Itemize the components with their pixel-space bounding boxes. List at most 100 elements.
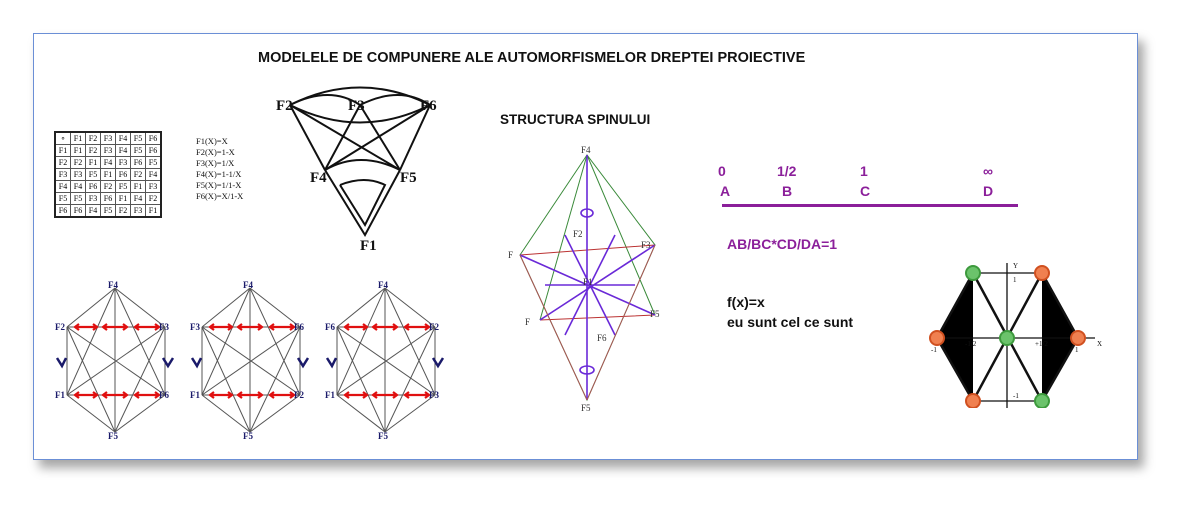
value-half: 1/2	[777, 163, 797, 179]
table-header-cell: F4	[115, 131, 131, 145]
table-header-cell: F2	[85, 131, 101, 145]
table-cell: F3	[54, 168, 71, 181]
function-definition: F4(X)=1-1/X	[196, 169, 242, 179]
tick: -1/2	[965, 340, 977, 348]
table-cell: F4	[54, 180, 71, 193]
table-cell: F2	[85, 144, 101, 157]
table-header-cell: F6	[145, 131, 162, 145]
graph-label: F4	[310, 170, 327, 186]
table-cell: F3	[100, 144, 116, 157]
tick: -1	[1013, 392, 1019, 400]
table-cell: F6	[115, 168, 131, 181]
spin-structure-diagram: F4 F2 F3 F F1 F F6 F5 F5	[508, 145, 660, 413]
table-header-cell: F1	[70, 131, 86, 145]
spin-label: F	[525, 317, 530, 327]
graph-label: F3	[348, 98, 365, 114]
point-a: A	[720, 183, 731, 199]
point-b: B	[782, 183, 793, 199]
hexagon-label: F2	[55, 322, 65, 332]
hexagon-label: F1	[55, 390, 65, 400]
table-cell: F5	[115, 180, 131, 193]
composition-graph: F2 F3 F6 F4 F5 F1	[276, 86, 437, 254]
hexagon-label: F5	[378, 431, 388, 440]
table-cell: F6	[70, 204, 86, 218]
spin-label: F4	[581, 145, 591, 155]
table-cell: F5	[130, 144, 146, 157]
function-definition: F3(X)=1/X	[196, 158, 235, 168]
table-cell: F2	[145, 192, 162, 205]
hexagon-label: F3	[190, 322, 200, 332]
table-cell: F3	[145, 180, 162, 193]
axis-x-label: X	[1097, 340, 1102, 348]
hexagon-label: F2	[294, 390, 304, 400]
cross-ratio: AB/BC*CD/DA=1	[727, 236, 838, 252]
tick: +1/2	[1035, 340, 1048, 348]
graph-label: F2	[276, 98, 293, 114]
point-d: D	[983, 183, 994, 199]
table-cell: F6	[100, 192, 116, 205]
table-cell: F1	[145, 204, 162, 218]
hexagon-label: F1	[325, 390, 335, 400]
value-infinity: ∞	[983, 163, 993, 179]
table-cell: F1	[115, 192, 131, 205]
table-cell: F3	[115, 156, 131, 169]
point-c: C	[860, 183, 871, 199]
spin-label: F2	[573, 229, 583, 239]
table-cell: F1	[100, 168, 116, 181]
table-cell: F1	[130, 180, 146, 193]
graph-label: F1	[360, 238, 377, 254]
node-green	[1034, 393, 1050, 408]
fx-text: f(x)=x	[727, 294, 765, 310]
table-cell: F4	[130, 192, 146, 205]
spin-label: F1	[583, 277, 593, 287]
spin-title: STRUCTURA SPINULUI	[500, 112, 651, 127]
graph-label: F6	[420, 98, 437, 114]
spin-label: F5	[650, 309, 660, 319]
table-cell: F2	[115, 204, 131, 218]
table-cell: F1	[85, 156, 101, 169]
value-0: 0	[718, 163, 726, 179]
table-header-cell: F3	[100, 131, 116, 145]
spin-label: F6	[597, 333, 607, 343]
spin-label: F3	[641, 240, 651, 250]
table-cell: F4	[85, 204, 101, 218]
table-header-cell: F5	[130, 131, 146, 145]
axis-y-label: Y	[1013, 262, 1018, 270]
table-cell: F2	[54, 156, 71, 169]
table-cell: F6	[145, 144, 162, 157]
diagram-frame	[33, 33, 1138, 460]
spin-label: F	[508, 250, 513, 260]
spin-label: F5	[581, 403, 591, 413]
hexagon-label: F5	[108, 431, 118, 440]
function-definition: F1(X)=X	[196, 136, 228, 146]
table-cell: F2	[70, 156, 86, 169]
hexagon-label: F3	[159, 322, 169, 332]
hexagon-label: F4	[378, 280, 388, 290]
hexagon-label: F6	[294, 322, 304, 332]
table-cell: F3	[85, 192, 101, 205]
table-cell: F2	[100, 180, 116, 193]
hexagon-label: F4	[108, 280, 118, 290]
tick: 1	[1013, 276, 1017, 284]
table-cell: F5	[145, 156, 162, 169]
hexagon-label: F1	[190, 390, 200, 400]
table-cell: F5	[70, 192, 86, 205]
table-cell: F1	[54, 144, 71, 157]
value-1: 1	[860, 163, 868, 179]
table-cell: F4	[100, 156, 116, 169]
hexagon-label: F6	[159, 390, 169, 400]
projective-line	[722, 204, 1018, 207]
table-cell: F4	[70, 180, 86, 193]
hexagonal-plane: Y X 1 -1/2 +1/2 -1 1 -1	[929, 262, 1102, 408]
hexagon-label: F5	[243, 431, 253, 440]
tick: 1	[1075, 346, 1079, 354]
